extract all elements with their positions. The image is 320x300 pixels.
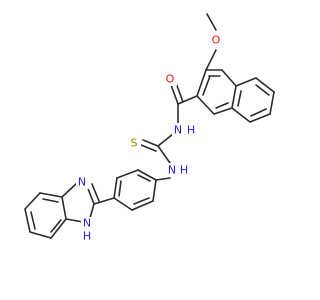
bond-nh-phenyl bbox=[155, 177, 171, 181]
molecule-structure: O O N H S H N N N H bbox=[24, 13, 275, 243]
bond-c2-c3 bbox=[196, 69, 207, 97]
bond-c8a-c1 bbox=[213, 107, 233, 115]
bond-c8a-c1-inner bbox=[215, 102, 229, 109]
bond-c5-c6-inner bbox=[255, 84, 270, 96]
bond-n-thioc bbox=[157, 133, 174, 147]
bond-c2-c3-inner bbox=[202, 75, 211, 96]
bond-im-c7a-n1 bbox=[65, 218, 84, 223]
bond-ph6 bbox=[152, 179, 157, 202]
bond-im-c3a-c7a bbox=[61, 196, 67, 220]
bond-ph1 bbox=[137, 169, 157, 181]
methoxy-oxygen-label: O bbox=[212, 34, 221, 47]
bond-c8-c8a bbox=[231, 107, 251, 123]
imidazole-nh-nitrogen-label: N bbox=[83, 217, 91, 230]
bond-bz5 bbox=[50, 218, 67, 239]
bond-bz3-inner bbox=[30, 211, 36, 230]
thio-sulfur-label: S bbox=[131, 137, 138, 150]
bond-ph3 bbox=[113, 177, 118, 199]
bond-ph5 bbox=[131, 200, 154, 211]
bond-c6-c7 bbox=[269, 91, 275, 115]
thioamide-hydrogen-label: H bbox=[180, 164, 188, 177]
molecule-canvas: O O N H S H N N N H bbox=[24, 13, 275, 243]
bond-bz3 bbox=[24, 208, 31, 233]
bond-bz1-inner bbox=[42, 198, 59, 203]
bond-thioc-nh bbox=[157, 145, 171, 164]
bond-c4a-c8a bbox=[231, 85, 237, 109]
bond-bz4 bbox=[29, 231, 52, 239]
bond-ph5-inner bbox=[133, 197, 150, 205]
amide-nitrogen-label: N bbox=[174, 124, 182, 137]
bond-ph4 bbox=[113, 197, 133, 211]
carbonyl-oxygen-label: O bbox=[166, 73, 175, 86]
bond-thioc-s-2 bbox=[140, 144, 157, 152]
bond-bz2 bbox=[24, 192, 41, 210]
bond-im-c2-n3-inner bbox=[91, 183, 100, 202]
bond-c7-c8 bbox=[249, 113, 271, 123]
bond-phenyl-imidazole bbox=[93, 197, 115, 205]
thioamide-nitrogen-label: N bbox=[168, 164, 176, 177]
bond-o-c3 bbox=[205, 49, 217, 71]
bond-im-n1-c2 bbox=[89, 203, 95, 219]
bond-bz1 bbox=[39, 192, 63, 198]
bond-methyl-o bbox=[206, 13, 217, 31]
bond-c4-c4a bbox=[221, 69, 237, 87]
bond-bz5-inner bbox=[50, 219, 62, 233]
bond-c7-c8-inner bbox=[250, 108, 267, 117]
atom-label-layer: O O N H S H N N N H bbox=[76, 33, 223, 243]
bond-carbonyl-o-2 bbox=[175, 82, 184, 103]
bond-thioc-s-1 bbox=[142, 139, 159, 147]
imidazole-nh-hydrogen-label: H bbox=[83, 230, 91, 243]
bond-c1-c2 bbox=[196, 95, 215, 115]
bond-ph1-inner bbox=[137, 174, 151, 182]
bond-carbonyl-o-1 bbox=[170, 84, 179, 105]
bond-im-n3-c3a bbox=[61, 182, 78, 198]
bond-c4a-c5 bbox=[235, 77, 257, 87]
bond-layer bbox=[24, 13, 275, 239]
bond-c4a-c8a-inner bbox=[237, 90, 242, 107]
amide-hydrogen-label: H bbox=[187, 124, 195, 137]
bond-c5-c6 bbox=[255, 77, 275, 93]
imidazole-nitrogen-label: N bbox=[78, 176, 86, 189]
bond-ph3-inner bbox=[118, 180, 122, 197]
bond-ph2 bbox=[116, 169, 139, 179]
bond-c2-carbonyl bbox=[177, 95, 198, 105]
